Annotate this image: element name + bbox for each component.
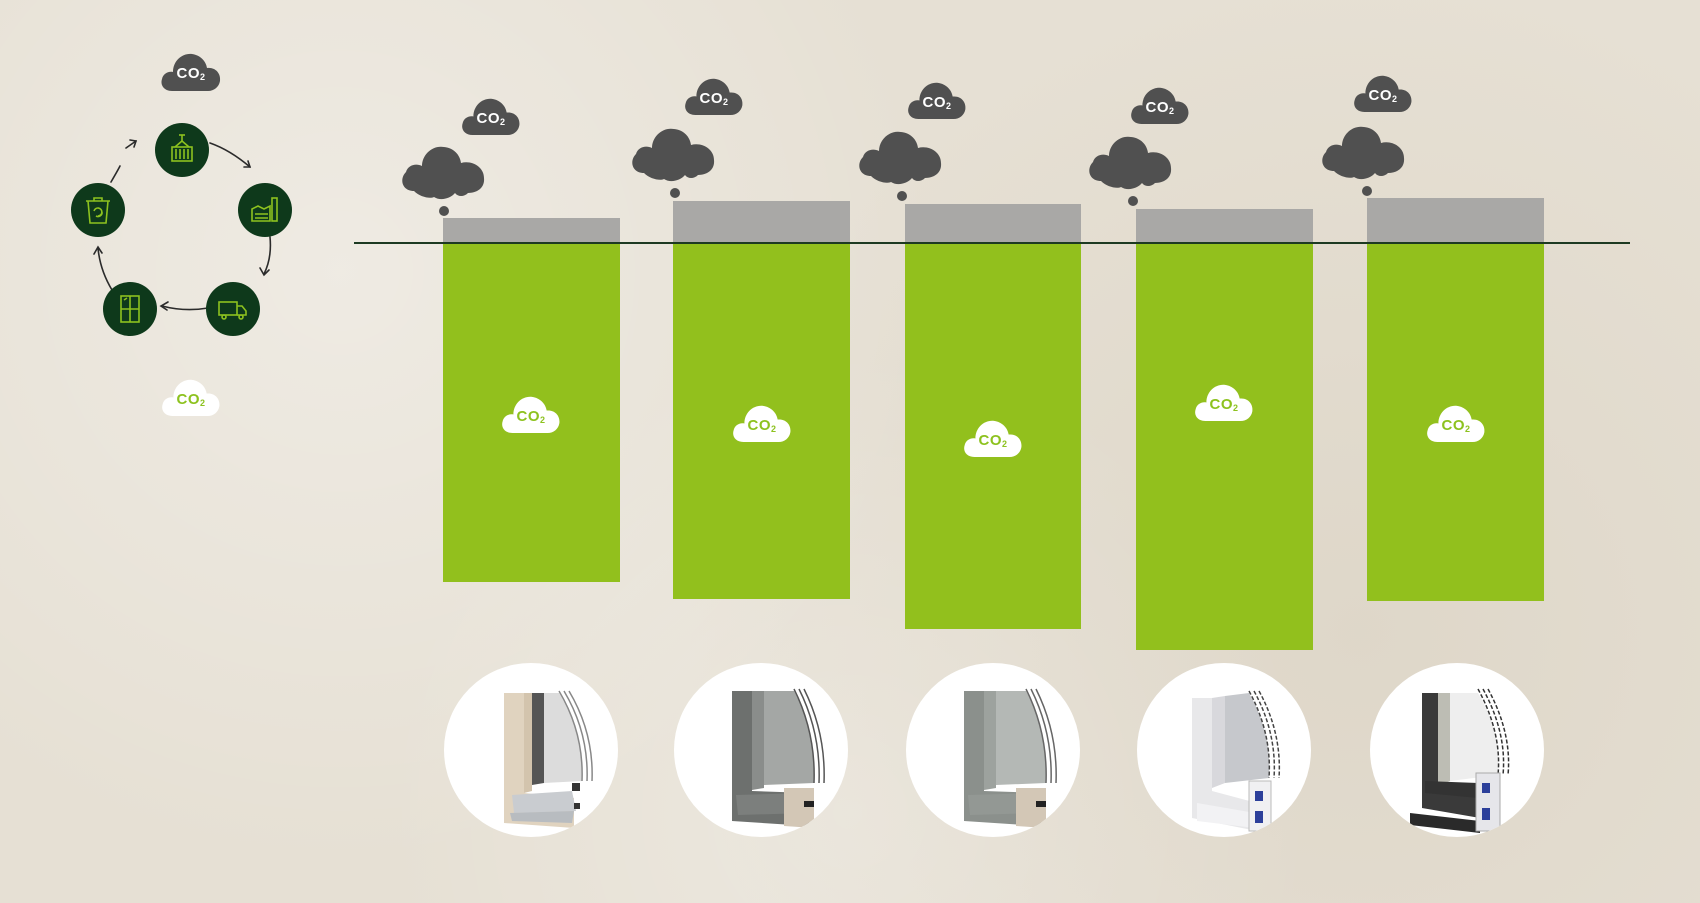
stage-use: [103, 282, 157, 336]
co2-label: CO: [699, 90, 723, 107]
co2-label: CO: [176, 65, 200, 82]
cloud-icon: [502, 396, 560, 434]
aluminium-window-profile-icon: [964, 688, 1057, 828]
emission-cloud-2: CO2: [683, 73, 745, 117]
lifecycle-emission-cloud: CO2: [160, 48, 222, 93]
co2-label: CO: [978, 432, 1002, 449]
pvc-window-profile-icon: [1192, 690, 1281, 832]
container-crane-icon: [171, 134, 193, 162]
emission-bar-5: [1367, 198, 1544, 244]
stored-cloud-4: CO2: [1192, 379, 1256, 423]
cloud-icon: [964, 420, 1022, 458]
smoke-cloud-4: [1087, 125, 1175, 207]
cloud-icon: [1354, 75, 1412, 113]
emission-bar-4: [1136, 209, 1313, 244]
stored-cloud-1: CO2: [499, 391, 563, 435]
stage-raw-material: [155, 123, 209, 177]
co2-label: CO: [476, 110, 500, 127]
co2-label: CO: [1441, 417, 1465, 434]
cloud-icon: [1131, 87, 1189, 125]
cloud-icon: [733, 405, 791, 443]
wood-aluminium-window-profile-icon: [504, 690, 593, 828]
smoke-cloud-icon: [1322, 126, 1405, 196]
product-image-4: [1137, 663, 1311, 837]
co2-label: CO: [922, 94, 946, 111]
product-image-1: [444, 663, 618, 837]
emission-cloud-5: CO2: [1352, 70, 1414, 114]
smoke-cloud-icon: [632, 128, 715, 198]
smoke-cloud-icon: [402, 146, 485, 216]
product-image-3: [906, 663, 1080, 837]
aluminium-window-profile-icon: [732, 688, 825, 828]
stage-transport: [206, 282, 260, 336]
baseline: [354, 242, 1630, 244]
stage-recycling: [71, 183, 125, 237]
smoke-cloud-icon: [1089, 136, 1172, 206]
saving-bar-4: [1136, 244, 1313, 650]
window-icon: [120, 295, 140, 323]
cloud-icon: [1195, 384, 1253, 422]
smoke-cloud-2: [630, 117, 718, 199]
emission-bar-2: [673, 201, 850, 244]
co2-label: CO: [1368, 87, 1392, 104]
smoke-cloud-5: [1320, 115, 1408, 197]
truck-icon: [218, 301, 247, 320]
cloud-icon: [162, 379, 220, 417]
product-image-5: [1370, 663, 1544, 837]
stage-manufacturing: [238, 183, 292, 237]
cloud-icon: [462, 98, 520, 136]
co2-label: CO: [747, 417, 771, 434]
co2-label: CO: [176, 391, 200, 408]
lifecycle-stored-cloud: CO2: [160, 374, 222, 418]
co2-label: CO: [1145, 99, 1169, 116]
stored-cloud-5: CO2: [1424, 400, 1488, 444]
factory-icon: [251, 197, 278, 222]
recycle-bin-icon: [86, 197, 110, 224]
emission-bar-1: [443, 218, 620, 244]
product-image-2: [674, 663, 848, 837]
cloud-icon: [908, 82, 966, 120]
emission-cloud-3: CO2: [906, 77, 968, 121]
co2-label: CO: [1209, 396, 1233, 413]
emission-cloud-4: CO2: [1129, 82, 1191, 126]
stored-cloud-3: CO2: [961, 415, 1025, 459]
stored-cloud-2: CO2: [730, 400, 794, 444]
cycle-arrows: [93, 139, 272, 311]
cloud-icon: [161, 53, 221, 91]
smoke-cloud-3: [857, 120, 945, 202]
smoke-cloud-icon: [859, 131, 942, 201]
cloud-icon: [1427, 405, 1485, 443]
emission-cloud-1: CO2: [460, 93, 522, 137]
cloud-icon: [685, 78, 743, 116]
smoke-cloud-1: [400, 135, 488, 217]
pvc-window-profile-icon: [1410, 688, 1510, 833]
co2-label: CO: [516, 408, 540, 425]
emission-bar-3: [905, 204, 1081, 244]
